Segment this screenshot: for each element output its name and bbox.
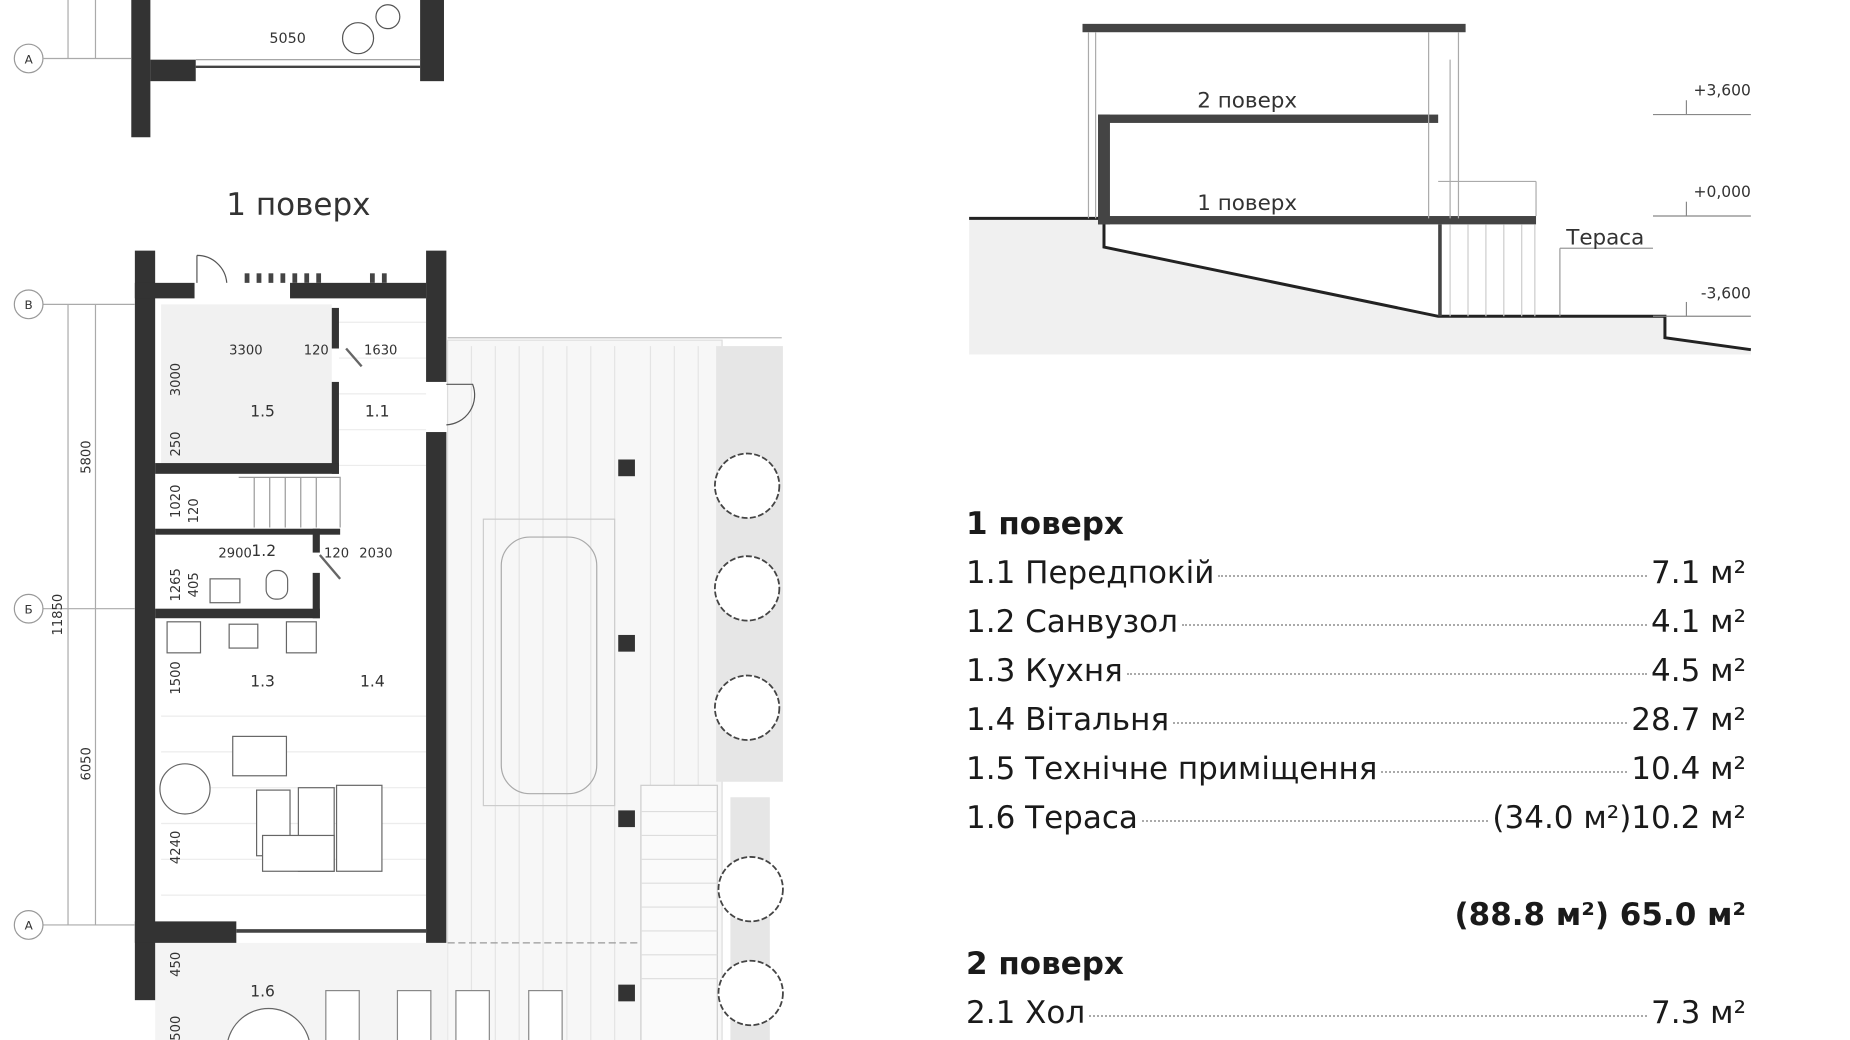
leader-dots — [1141, 820, 1489, 822]
leader-dots — [1381, 771, 1628, 773]
room-area: 4.1 м² — [1651, 604, 1746, 640]
legend-row: 1.4 Вітальня 28.7 м² — [966, 696, 1746, 745]
parking-spot — [482, 518, 616, 807]
level-mark: -3,600 — [1701, 284, 1751, 302]
leader-dots — [1126, 673, 1648, 675]
section-terrace-label: Тераса — [1565, 226, 1644, 251]
tree-icon — [714, 555, 781, 622]
room-area: 10.4 м² — [1631, 751, 1746, 787]
floor2-heading: 2 поверх — [966, 946, 1124, 982]
floor1-heading: 1 поверх — [966, 506, 1124, 542]
section-floor2-label: 2 поверх — [1197, 88, 1297, 113]
column — [618, 810, 635, 828]
room-name: 1.2 Санвузол — [966, 604, 1178, 640]
room-gross-area: (34.0 м²) — [1492, 800, 1632, 836]
dim-label: 6050 — [80, 747, 95, 780]
room-name: 1.6 Тераса — [966, 800, 1138, 836]
leader-dots — [1173, 722, 1628, 724]
dim-label: 2030 — [359, 546, 392, 561]
section-floor1-label: 1 поверх — [1197, 191, 1297, 216]
room-label: 1.2 — [251, 542, 276, 560]
leader-dots — [1181, 624, 1648, 626]
room-name: 2.1 Хол — [966, 995, 1086, 1031]
level-mark: +3,600 — [1693, 81, 1750, 99]
room-name: 1.3 Кухня — [966, 653, 1123, 689]
dim-label: 3500 — [169, 1016, 184, 1040]
area-legend: 1 поверх 1.1 Передпокій 7.1 м² 1.2 Санвуз… — [966, 500, 1746, 1038]
room-name: 1.4 Вітальня — [966, 702, 1170, 738]
tree-icon — [714, 674, 781, 741]
room-label: 1.6 — [250, 983, 275, 1001]
tree-icon — [717, 856, 784, 923]
plan-title: 1 поверх — [226, 187, 370, 223]
leader-dots — [1218, 575, 1648, 577]
axis-label: В — [25, 298, 33, 312]
dim-label: 250 — [169, 431, 184, 456]
dim-label: 5050 — [269, 31, 305, 47]
floor1-total: (88.8 м²) 65.0 м² — [1454, 897, 1746, 933]
column — [618, 459, 635, 477]
dim-label: 4240 — [169, 831, 184, 864]
dim-label: 120 — [304, 343, 329, 358]
dim-label: 1265 — [169, 568, 184, 601]
room-area: 10.2 м² — [1631, 800, 1746, 836]
axis-label: А — [25, 52, 34, 66]
column — [618, 634, 635, 652]
room-name: 1.1 Передпокій — [966, 555, 1215, 591]
legend-row: 2.1 Хол 7.3 м² — [966, 989, 1746, 1038]
room-area: 4.5 м² — [1651, 653, 1746, 689]
car-outline — [500, 536, 598, 795]
legend-row: 1.1 Передпокій 7.1 м² — [966, 549, 1746, 598]
floor-plan: В Б А 3300 120 1630 2900 120 2030 3000 2… — [13, 250, 476, 1040]
room-label: 1.1 — [365, 403, 390, 421]
yard — [155, 337, 784, 1040]
dim-label: 3300 — [229, 343, 262, 358]
tree-icon — [717, 959, 784, 1027]
dim-label: 3000 — [169, 363, 184, 396]
column — [618, 984, 635, 1002]
dim-label: 405 — [187, 572, 202, 597]
axis-label: Б — [25, 602, 33, 616]
legend-row: 1.6 Тераса (34.0 м²)10.2 м² — [966, 794, 1746, 843]
leader-dots — [1089, 1015, 1648, 1017]
level-mark: +0,000 — [1693, 183, 1750, 201]
room-area: 7.1 м² — [1651, 555, 1746, 591]
legend-row: 1.5 Технічне приміщення 10.4 м² — [966, 745, 1746, 794]
tree-icon — [714, 452, 781, 519]
dim-label: 2900 — [218, 546, 251, 561]
upper-floor-plan-fragment: 5050 А — [13, 0, 444, 138]
legend-row: 1.3 Кухня 4.5 м² — [966, 647, 1746, 696]
room-area: 7.3 м² — [1651, 995, 1746, 1031]
room-label: 1.5 — [250, 403, 275, 421]
room-name: 1.5 Технічне приміщення — [966, 751, 1378, 787]
dim-label: 5800 — [80, 440, 95, 473]
legend-row: 1.2 Санвузол 4.1 м² — [966, 598, 1746, 647]
dim-label: 450 — [169, 952, 184, 977]
dim-label: 1500 — [169, 661, 184, 694]
dim-label: 1020 — [169, 485, 184, 518]
axis-label: А — [25, 919, 34, 933]
dim-label: 1630 — [364, 343, 397, 358]
room-area: 28.7 м² — [1631, 702, 1746, 738]
room-label: 1.4 — [360, 672, 385, 690]
dim-label: 120 — [324, 546, 349, 561]
dim-label: 11850 — [51, 594, 66, 636]
dim-label: 120 — [187, 498, 202, 523]
building-section: 2 поверх 1 поверх Тераса +3,600 +0,000 -… — [969, 23, 1752, 355]
room-label: 1.3 — [250, 672, 275, 690]
